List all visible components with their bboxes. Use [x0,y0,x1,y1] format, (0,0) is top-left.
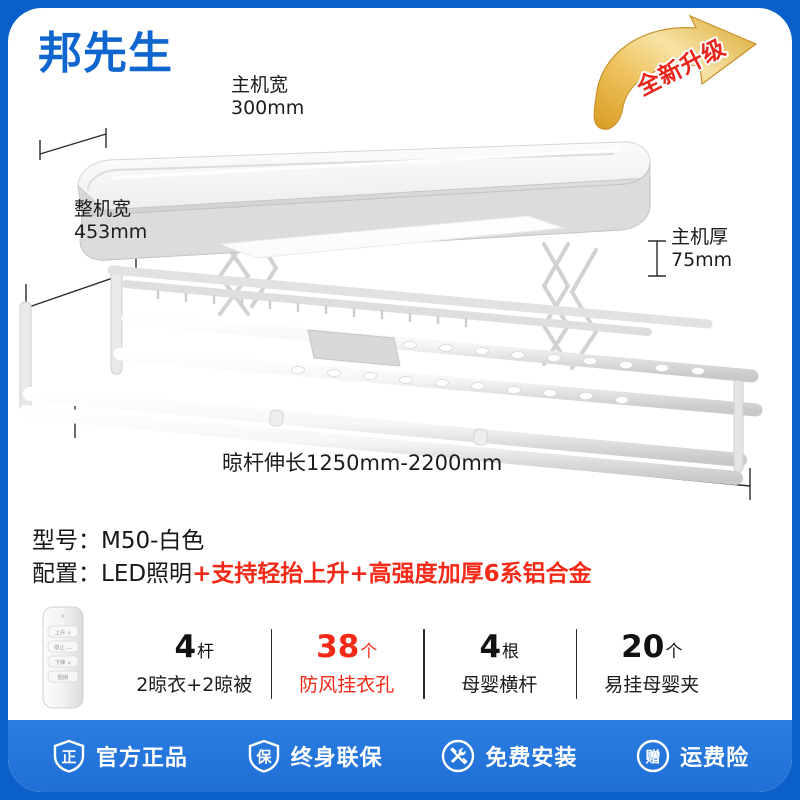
dimension-host-width-line1: 主机宽 [231,74,289,96]
spec-item-rods: 4杆 2晾衣+2晾被 [118,626,271,702]
spec-item-clips: 20个 易挂母婴夹 [575,626,729,702]
spec-holes-number: 38 [316,628,360,665]
tools-icon [440,738,476,774]
trust-item-authentic: 正 官方正品 [51,738,188,774]
model-label: 型号： [32,528,101,554]
spec-rods-number: 4 [174,628,197,665]
model-line: 型号：M50-白色 [32,525,772,558]
shield-zheng-icon: 正 [51,738,87,774]
white-card: 邦先生 全新升级 [8,8,792,792]
dimension-host-thickness: 主机厚 75mm [671,226,732,272]
spec-clips-desc: 易挂母婴夹 [604,673,700,696]
dimension-host-thickness-line1: 主机厚 [671,226,729,248]
spec-baby-bars-number: 4 [479,628,502,665]
dimension-host-width: 主机宽 300mm [231,74,304,120]
trust-item-warranty: 保 终身联保 [246,738,383,774]
trust-label-warranty: 终身联保 [290,746,383,771]
config-plain-text: LED照明 [101,561,193,588]
new-upgrade-badge: 全新升级 [578,10,786,146]
svg-text:停止 —: 停止 — [54,644,72,652]
trust-label-installation: 免费安装 [485,746,578,771]
dimension-host-thickness-line2: 75mm [671,249,733,272]
circle-zeng-glyph: 赠 [646,748,661,766]
spec-item-holes: 38个 防风挂衣孔 [270,626,424,702]
product-info-block: 型号：M50-白色 配置：LED照明+支持轻抬上升+高强度加厚6系铝合金 [32,525,772,592]
spec-holes-count: 38个 [316,628,378,665]
dimension-rod-length-line1: 晾杆伸长1250mm-2200mm [222,451,503,475]
model-value: M50-白色 [101,528,205,554]
trust-label-authentic: 官方正品 [95,746,188,771]
dimension-total-width-line2: 453mm [74,221,148,244]
product-illustration [8,118,792,508]
remote-control-icon: 上升 ∧ 停止 — 下降 ∨ 照明 [42,606,84,709]
svg-text:上升 ∧: 上升 ∧ [55,629,71,637]
spec-baby-bars-unit: 根 [502,641,520,662]
spec-rods-unit: 杆 [197,641,215,662]
spec-clips-count: 20个 [621,628,683,665]
spec-clips-number: 20 [621,628,665,665]
config-label: 配置： [32,561,101,588]
spec-rods-desc: 2晾衣+2晾被 [136,673,253,696]
curved-arrow-icon [593,14,758,130]
trust-banner: 正 官方正品 保 终身联保 [8,720,792,792]
trust-item-installation: 免费安装 [440,738,577,774]
spec-item-baby-bars: 4根 母婴横杆 [423,626,576,702]
spec-holes-desc: 防风挂衣孔 [299,673,395,696]
spec-holes-unit: 个 [360,641,378,662]
spec-clips-unit: 个 [665,641,683,662]
trust-item-shipping-insurance: 赠 运费险 [635,738,749,774]
dimension-total-width-line1: 整机宽 [74,198,132,220]
brand-logo: 邦先生 [38,28,173,79]
svg-text:下降 ∨: 下降 ∨ [55,659,71,667]
shield-bao-icon: 保 [246,738,282,774]
dimension-total-width: 整机宽 453mm [74,198,147,244]
spec-baby-bars-desc: 母婴横杆 [461,673,538,696]
remote-control-image: 上升 ∧ 停止 — 下降 ∨ 照明 [38,605,96,710]
shield-bao-glyph: 保 [255,748,272,766]
trust-label-shipping-insurance: 运费险 [680,746,750,771]
svg-text:照明: 照明 [58,675,69,682]
dimension-rod-length: 晾杆伸长1250mm-2200mm [222,451,502,477]
config-line: 配置：LED照明+支持轻抬上升+高强度加厚6系铝合金 [32,558,772,591]
spec-rods-count: 4杆 [174,628,215,665]
dimension-host-width-line2: 300mm [231,97,305,120]
spec-baby-bars-count: 4根 [479,628,520,665]
circle-zeng-icon: 赠 [635,738,671,774]
shield-zheng-glyph: 正 [61,748,76,766]
spec-strip: 4杆 2晾衣+2晾被 38个 防风挂衣孔 4根 母婴横杆 20个 [118,626,728,702]
drying-rack-drawing [19,128,763,500]
config-highlight-text: +支持轻抬上升+高强度加厚6系铝合金 [192,561,592,588]
